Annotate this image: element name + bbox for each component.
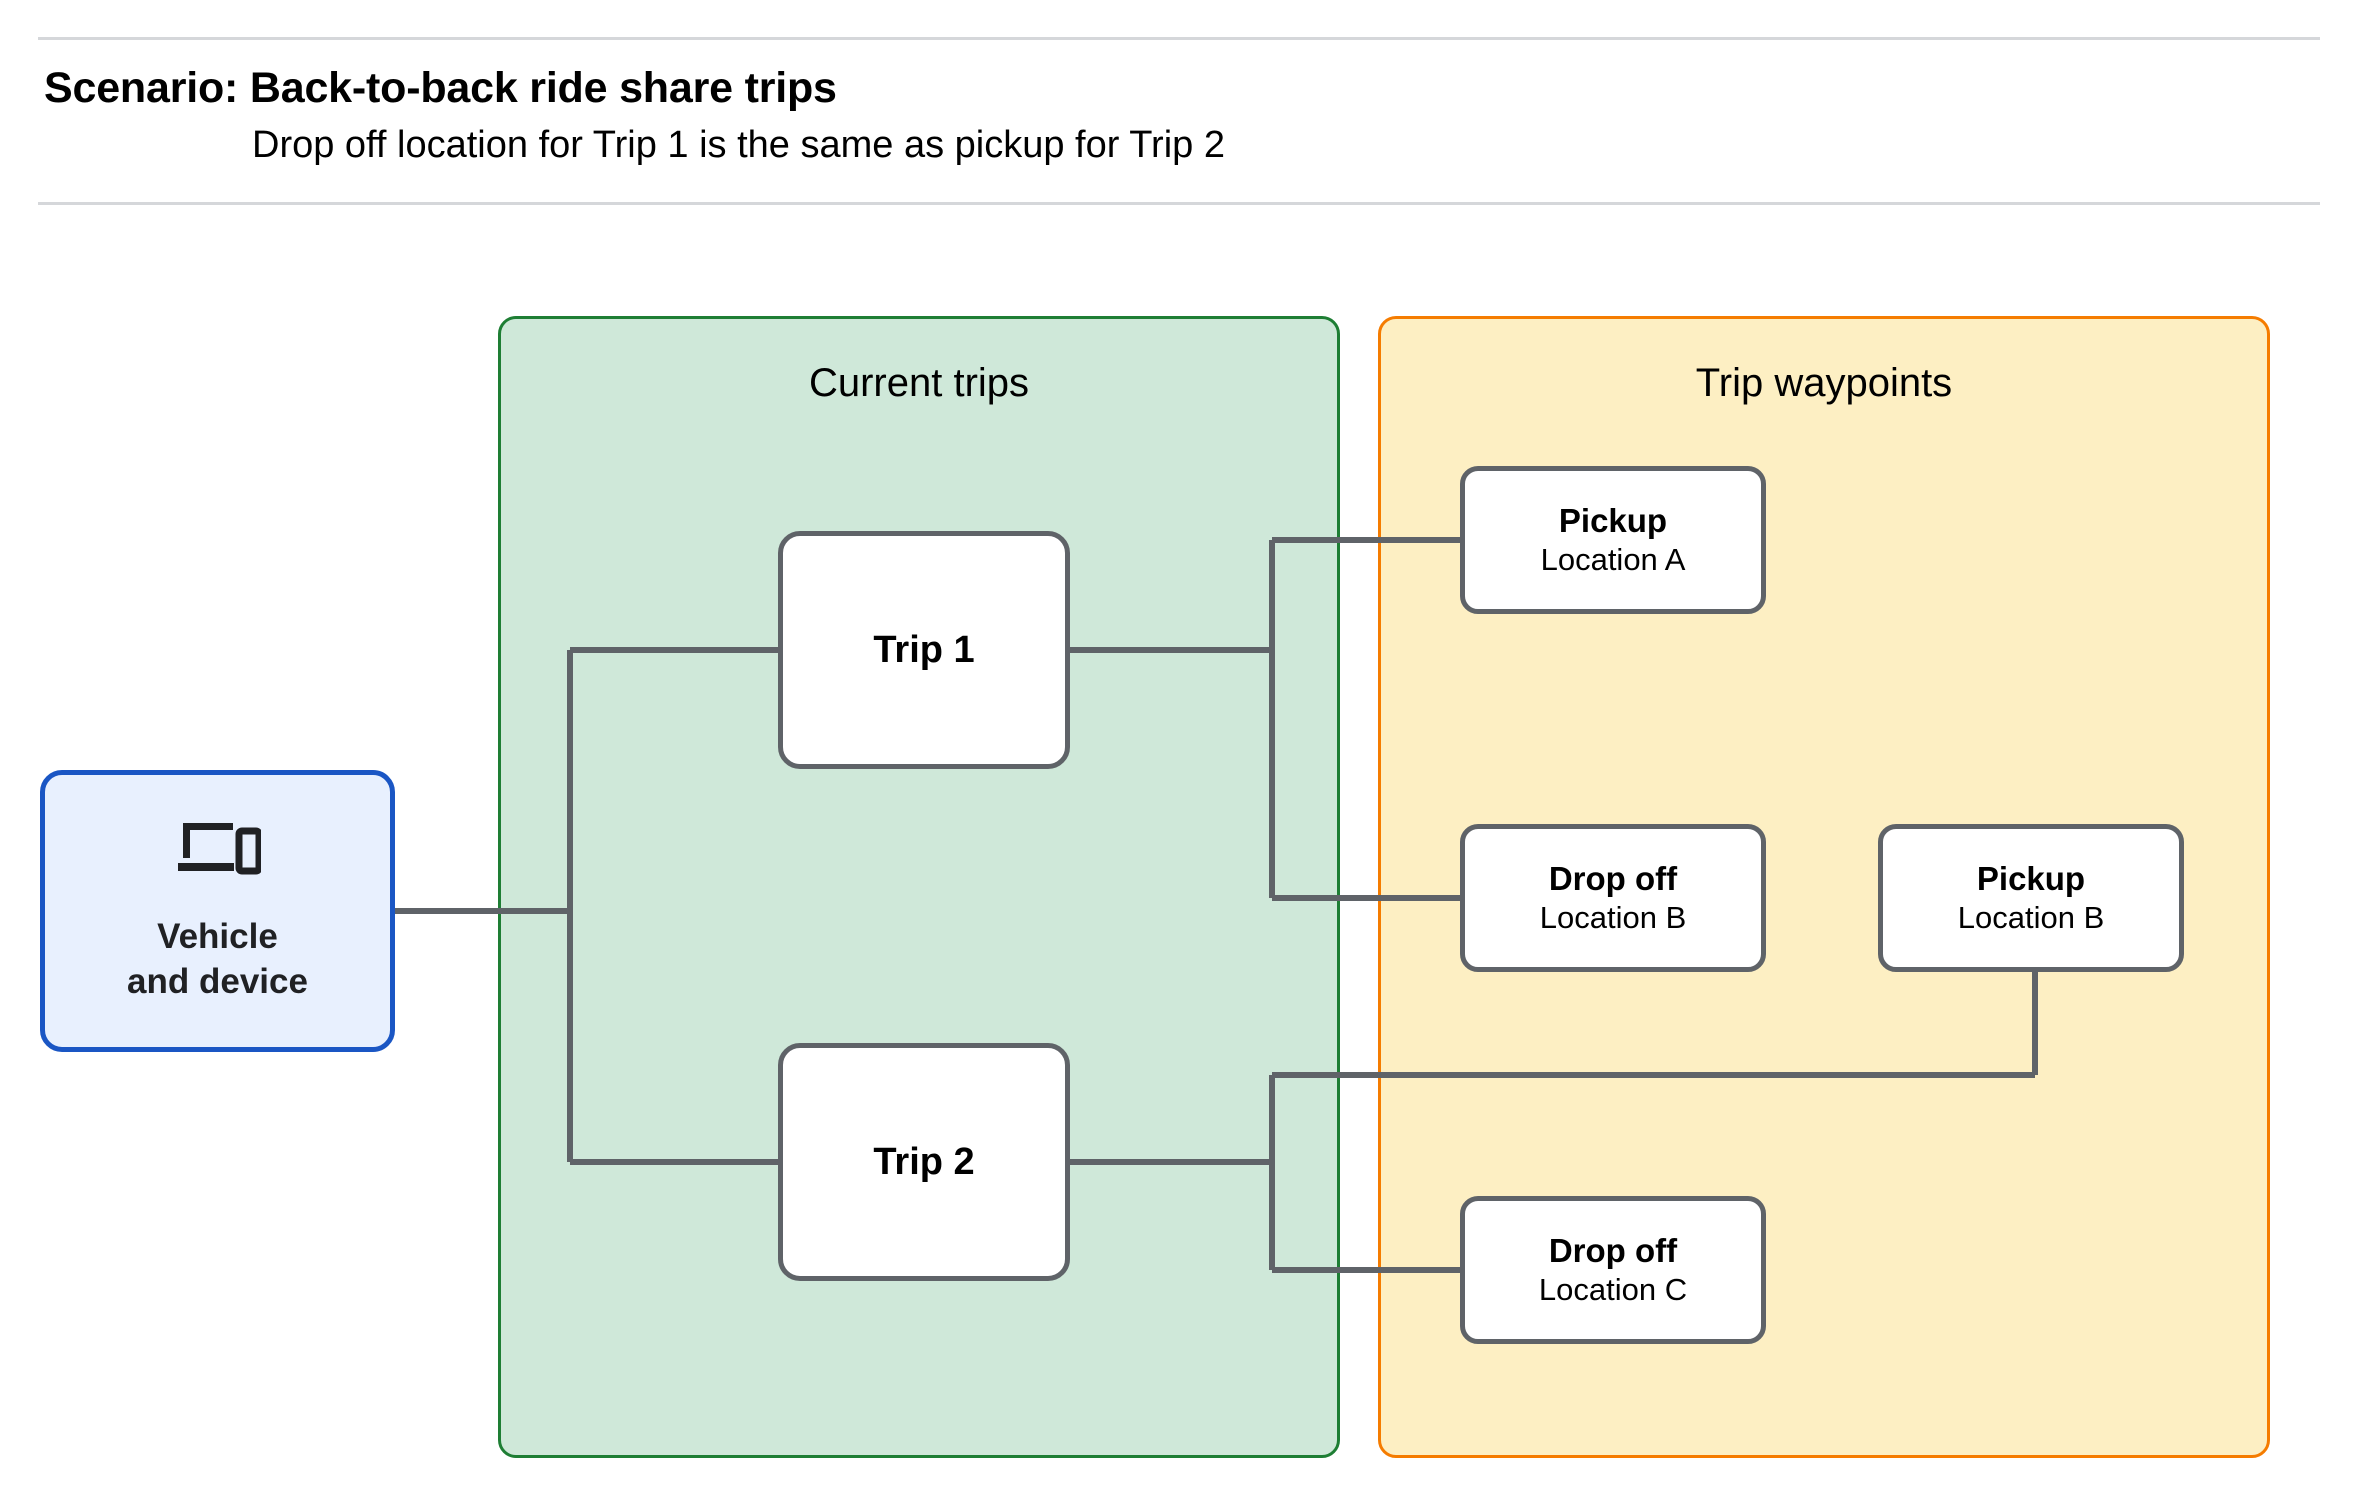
header-divider-bottom <box>38 202 2320 205</box>
group-current-trips: Current trips <box>498 316 1340 1458</box>
node-waypoint-pickup-a[interactable]: Pickup Location A <box>1460 466 1766 614</box>
waypoint-location: Location C <box>1538 1271 1688 1307</box>
node-trip-1[interactable]: Trip 1 <box>778 531 1070 769</box>
vehicle-label-line2: and device <box>127 962 308 1001</box>
page-subtitle: Drop off location for Trip 1 is the same… <box>252 124 1225 166</box>
waypoint-kind: Pickup <box>1976 859 2086 897</box>
waypoint-location: Location B <box>1539 899 1687 935</box>
waypoint-location: Location B <box>1957 899 2105 935</box>
page-title: Scenario: Back-to-back ride share trips <box>44 64 837 112</box>
trip-2-label: Trip 2 <box>873 1140 975 1183</box>
header: Scenario: Back-to-back ride share trips … <box>0 0 2357 206</box>
trip-1-label: Trip 1 <box>873 628 975 671</box>
node-waypoint-dropoff-c[interactable]: Drop off Location C <box>1460 1196 1766 1344</box>
vehicle-label: Vehicle and device <box>127 915 308 1005</box>
waypoint-location: Location A <box>1540 541 1686 577</box>
node-vehicle-and-device[interactable]: Vehicle and device <box>40 770 395 1052</box>
waypoint-kind: Drop off <box>1548 859 1678 897</box>
laptop-and-phone-icon <box>175 817 262 879</box>
group-trip-waypoints-title: Trip waypoints <box>1695 361 1953 405</box>
waypoint-kind: Drop off <box>1548 1231 1678 1269</box>
node-trip-2[interactable]: Trip 2 <box>778 1043 1070 1281</box>
waypoint-kind: Pickup <box>1558 501 1668 539</box>
vehicle-label-line1: Vehicle <box>157 917 278 957</box>
header-divider-top <box>38 37 2320 40</box>
node-waypoint-pickup-b[interactable]: Pickup Location B <box>1878 824 2184 972</box>
node-waypoint-dropoff-b[interactable]: Drop off Location B <box>1460 824 1766 972</box>
group-current-trips-title: Current trips <box>808 361 1030 405</box>
